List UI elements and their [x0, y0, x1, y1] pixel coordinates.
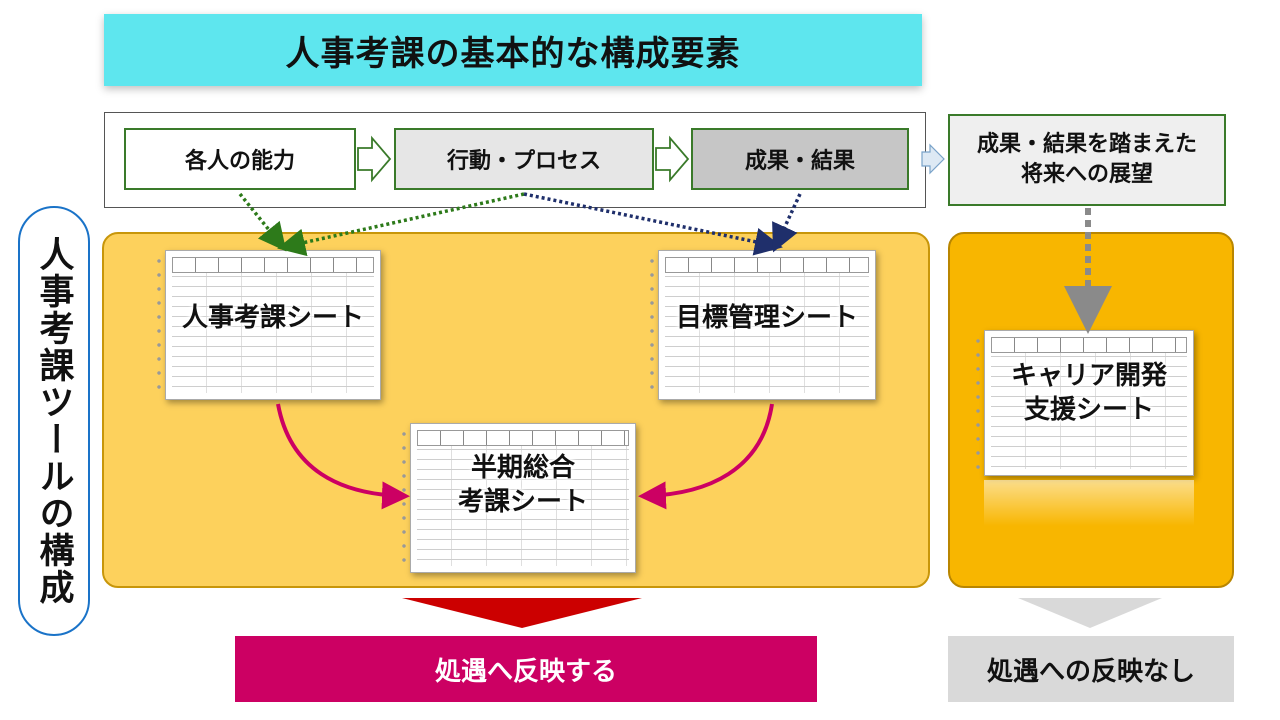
binder-holes — [154, 254, 164, 398]
title-banner: 人事考課の基本的な構成要素 — [104, 14, 922, 86]
ability-to-appraisal-connector — [238, 192, 287, 252]
result-no-reflect-bar: 処遇への反映なし — [948, 636, 1234, 702]
process-arrow — [655, 135, 690, 183]
step-behavior-process: 行動・プロセス — [394, 128, 654, 190]
result-reflect-bar: 処遇へ反映する — [235, 636, 817, 702]
process-to-appraisal-connector — [277, 192, 525, 257]
sheet-reflection — [984, 480, 1194, 526]
half-year-sheet-thumbnail — [410, 423, 636, 573]
mbo-to-half-year-arrow — [638, 403, 774, 510]
no-reflect-down-arrow — [1018, 598, 1162, 628]
side-label-box: 人事考課ツールの構成 — [18, 206, 90, 636]
future-arrow — [921, 143, 945, 175]
career-sheet-thumbnail — [984, 330, 1194, 476]
step-results: 成果・結果 — [691, 128, 909, 190]
mbo-sheet-label: 目標管理シート — [675, 303, 858, 333]
step-ability: 各人の能力 — [124, 128, 356, 190]
appraisal-to-half-year-arrow — [276, 403, 410, 510]
results-to-mbo-connector — [772, 193, 802, 253]
side-label: 人事考課ツールの構成 — [33, 236, 74, 606]
binder-holes — [647, 254, 657, 398]
appraisal-sheet-label: 人事考課シート — [181, 303, 364, 333]
career-sheet-label: キャリア開発 支援シート — [1010, 361, 1167, 425]
reflect-down-arrow — [402, 598, 642, 628]
half-year-sheet-label: 半期総合 考課シート — [457, 453, 588, 517]
future-outlook-box: 成果・結果を踏まえた 将来への展望 — [948, 114, 1226, 206]
process-arrow — [357, 135, 392, 183]
process-to-mbo-connector — [523, 192, 783, 256]
page-title: 人事考課の基本的な構成要素 — [285, 33, 741, 74]
binder-holes — [973, 334, 983, 474]
mbo-sheet-thumbnail — [658, 250, 876, 400]
appraisal-sheet-thumbnail — [165, 250, 381, 400]
